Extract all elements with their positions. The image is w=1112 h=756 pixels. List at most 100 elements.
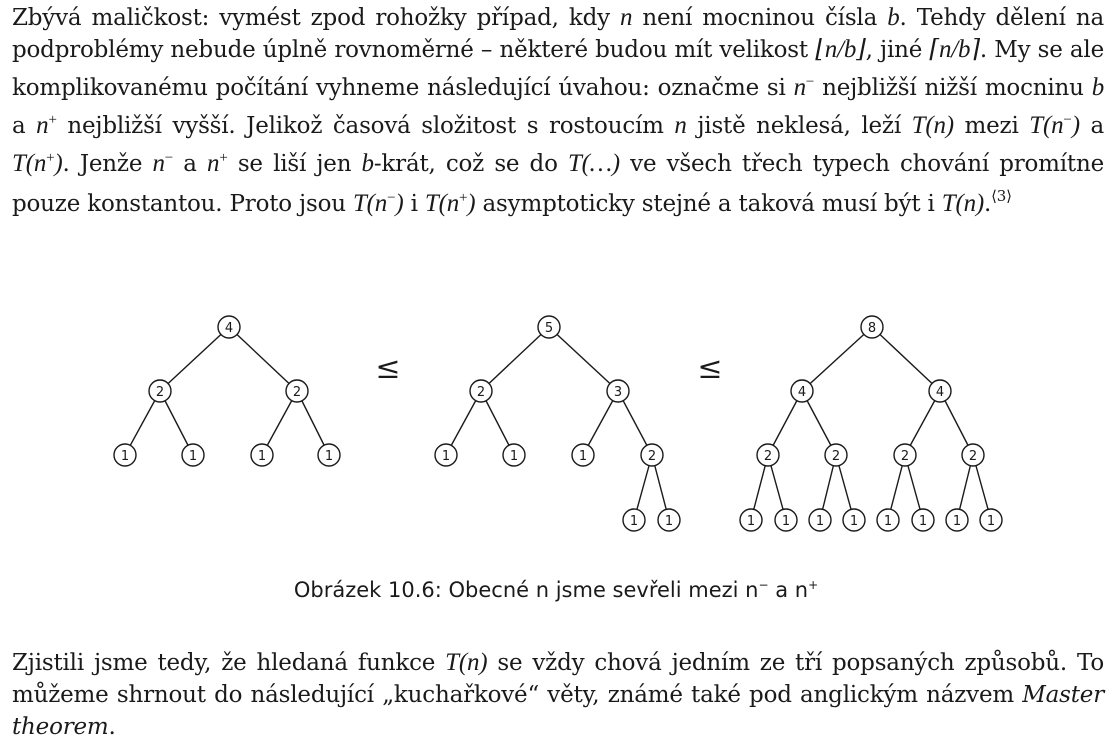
tree-node: 1 xyxy=(181,443,205,467)
tree-node: 1 xyxy=(657,508,681,532)
tree-node: 2 xyxy=(824,443,848,467)
math-T-n-minus: T(n−) xyxy=(352,190,404,217)
text: Zjistili jsme tedy, že hledaná funkce xyxy=(12,650,446,676)
node-circle xyxy=(606,379,630,403)
text: nejbližší nižší mocninu xyxy=(814,75,1092,101)
text: se liší jen xyxy=(227,151,362,177)
text: . xyxy=(108,714,116,740)
text: se vždy chová jedním ze tří popsaných zp… xyxy=(12,650,1104,708)
node-label: 1 xyxy=(850,514,858,529)
node-circle xyxy=(756,443,780,467)
text: není mocninou čísla xyxy=(632,5,888,31)
tree-edge xyxy=(480,390,515,456)
node-label: 1 xyxy=(665,514,673,529)
node-circle xyxy=(842,508,866,532)
tree-node: 1 xyxy=(842,508,866,532)
tree-node: 1 xyxy=(317,443,341,467)
tree-node: 1 xyxy=(434,443,458,467)
node-label: 1 xyxy=(121,449,129,464)
tree-edge xyxy=(159,326,230,392)
node-label: 2 xyxy=(477,385,485,400)
node-circle xyxy=(640,443,664,467)
tree-edge xyxy=(296,390,330,456)
tree-edge xyxy=(548,326,619,392)
node-label: 1 xyxy=(816,514,824,529)
node-label: 1 xyxy=(884,514,892,529)
tree-edge xyxy=(124,390,161,456)
node-label: 1 xyxy=(442,449,450,464)
tree-edge xyxy=(617,390,653,456)
tree-edge xyxy=(228,326,298,392)
tree-node: 1 xyxy=(502,443,526,467)
tree-node: 2 xyxy=(893,443,917,467)
text: . xyxy=(984,191,992,217)
tree-edge xyxy=(480,326,550,392)
tree-node: 1 xyxy=(622,508,646,532)
node-label: 1 xyxy=(325,449,333,464)
tree-edge xyxy=(582,390,619,456)
tree-edge xyxy=(939,390,974,456)
node-label: 1 xyxy=(258,449,266,464)
node-circle xyxy=(657,508,681,532)
tree-node: 2 xyxy=(148,379,172,403)
node-label: 1 xyxy=(782,514,790,529)
node-circle xyxy=(502,443,526,467)
node-label: 2 xyxy=(293,385,301,400)
tree-node: 4 xyxy=(928,379,952,403)
tree-edge xyxy=(767,390,803,456)
text: mezi xyxy=(953,113,1030,139)
node-label: 1 xyxy=(510,449,518,464)
tree-node: 1 xyxy=(739,508,763,532)
leq-symbol: ≤ xyxy=(697,351,722,386)
node-circle xyxy=(571,443,595,467)
math-n: n xyxy=(674,112,687,139)
text: jistě neklesá, leží xyxy=(686,113,912,139)
tree-node: 5 xyxy=(537,315,561,339)
paragraph-summary: Zjistili jsme tedy, že hledaná funkce T(… xyxy=(12,647,1104,743)
node-label: 8 xyxy=(868,321,876,336)
node-label: 4 xyxy=(225,321,233,336)
math-n: n xyxy=(620,4,633,31)
math-Tn: T(n) xyxy=(911,112,954,139)
node-circle xyxy=(876,508,900,532)
tree-edge xyxy=(871,326,941,392)
node-label: 1 xyxy=(630,514,638,529)
node-circle xyxy=(911,508,935,532)
tree-node: 1 xyxy=(250,443,274,467)
footnote-ref[interactable]: ⟨3⟩ xyxy=(991,187,1012,205)
tree-node: 1 xyxy=(979,508,1003,532)
text: a xyxy=(12,113,37,139)
tree-node: 2 xyxy=(756,443,780,467)
text: . My se ale komplikovanému počítání vyhn… xyxy=(12,37,1104,101)
node-circle xyxy=(893,443,917,467)
text: a xyxy=(173,151,208,177)
figure-caption: Obrázek 10.6: Obecné n jsme sevřeli mezi… xyxy=(293,578,819,602)
math-Tn: T(n) xyxy=(941,190,985,217)
node-circle xyxy=(250,443,274,467)
node-label: 4 xyxy=(798,385,806,400)
math-T-n-plus: T(n+) xyxy=(12,150,63,177)
node-circle xyxy=(961,443,985,467)
text: i xyxy=(403,191,425,217)
tree-node: 2 xyxy=(285,379,309,403)
paragraph-intro: Zbývá maličkost: vymést zpod rohožky pří… xyxy=(12,2,1104,220)
node-label: 2 xyxy=(764,449,772,464)
node-circle xyxy=(808,508,832,532)
tree-node: 1 xyxy=(113,443,137,467)
tree-node: 1 xyxy=(774,508,798,532)
tree-edge xyxy=(445,390,482,456)
tree-edge xyxy=(159,390,194,456)
node-circle xyxy=(181,443,205,467)
tree-node: 4 xyxy=(217,315,241,339)
tree-node: 2 xyxy=(640,443,664,467)
node-label: 4 xyxy=(936,385,944,400)
tree-node: 1 xyxy=(808,508,832,532)
math-n-plus: n+ xyxy=(36,112,57,139)
tree-node: 8 xyxy=(860,315,884,339)
text: nejbližší vyšší. Jelikož časová složitos… xyxy=(56,113,675,139)
math-b: b xyxy=(1091,74,1105,101)
text: . Jenže xyxy=(62,151,153,177)
text: asymptoticky stejné a taková musí být i xyxy=(475,191,942,217)
node-circle xyxy=(537,315,561,339)
